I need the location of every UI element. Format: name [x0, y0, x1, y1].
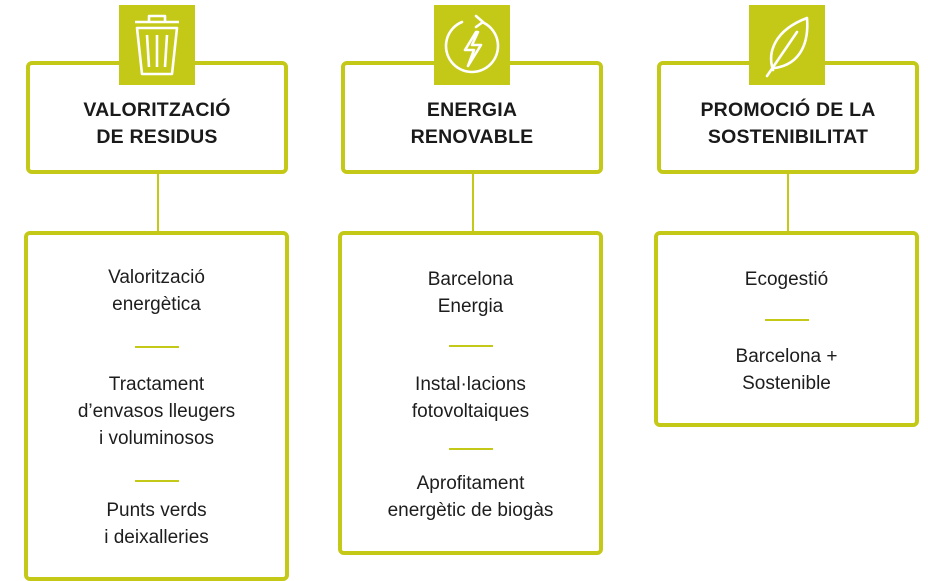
items-card-energy: Barcelona Energia Instal·lacions fotovol…	[338, 231, 603, 555]
item-divider	[448, 448, 493, 450]
lightning-bolt-icon	[434, 5, 510, 85]
connector-line	[472, 174, 474, 231]
list-item: Valorització energètica	[108, 267, 205, 315]
list-item: Barcelona + Sostenible	[735, 346, 838, 394]
category-title: ENERGIA RENOVABLE	[410, 98, 534, 148]
list-item: Ecogestió	[744, 269, 829, 290]
list-item: Barcelona Energia	[427, 269, 514, 317]
trash-bin-icon	[119, 5, 195, 85]
items-card-sustainability: Ecogestió Barcelona + Sostenible	[654, 231, 919, 427]
item-divider	[448, 345, 493, 347]
item-divider	[764, 319, 809, 321]
list-item: Aprofitament energètic de biogàs	[387, 473, 554, 521]
item-divider	[134, 346, 179, 348]
category-title: PROMOCIÓ DE LA SOSTENIBILITAT	[700, 98, 876, 148]
items-card-waste: Valorització energètica Tractament d’env…	[24, 231, 289, 581]
list-item: Punts verds i deixalleries	[104, 500, 209, 548]
list-item: Tractament d’envasos lleugers i volumino…	[77, 374, 236, 449]
connector-line	[157, 174, 159, 231]
list-item: Instal·lacions fotovoltaiques	[411, 374, 530, 422]
leaf-icon	[749, 5, 825, 85]
connector-line	[787, 174, 789, 231]
category-title: VALORITZACIÓ DE RESIDUS	[83, 98, 231, 148]
item-divider	[134, 480, 179, 482]
